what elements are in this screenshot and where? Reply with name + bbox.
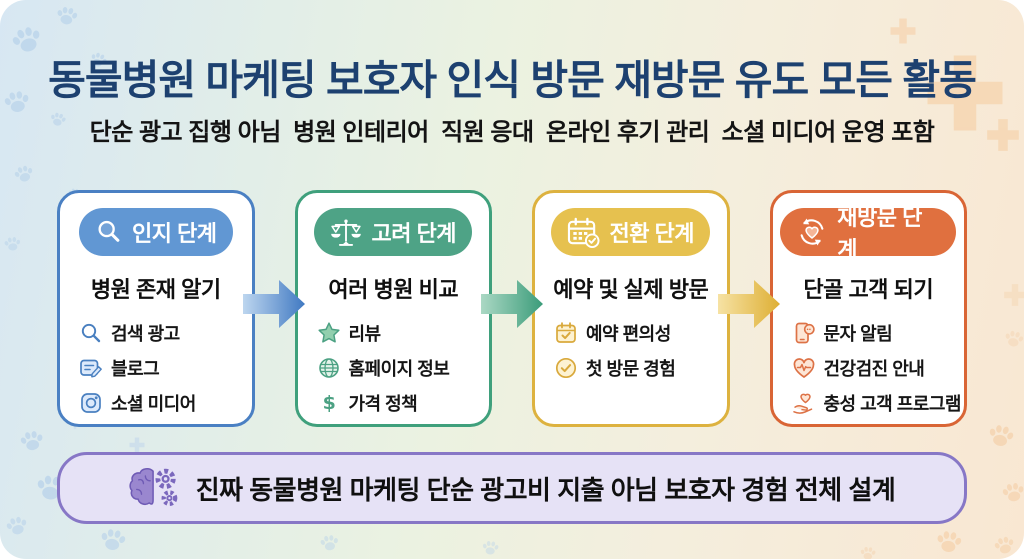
- globe-icon: [318, 358, 339, 378]
- cross-icon: [888, 16, 918, 46]
- paw-icon: [934, 528, 963, 555]
- paw-icon: [3, 235, 22, 253]
- paw-icon: [992, 534, 1017, 558]
- item-label: 홈페이지 정보: [348, 359, 450, 379]
- heart-pulse-icon: [793, 358, 814, 378]
- paw-icon: [18, 428, 45, 454]
- stage-items: 리뷰 홈페이지 정보 $ 가격 정책: [317, 320, 490, 416]
- stage-badge-awareness: 인지 단계: [78, 208, 233, 256]
- stage-card-awareness: 인지 단계 병원 존재 알기 검색 광고: [57, 190, 255, 427]
- stage-badge-label: 고려 단계: [371, 221, 457, 246]
- list-item: 홈페이지 정보: [317, 355, 490, 381]
- paw-icon: [1002, 328, 1024, 350]
- stage-badge-label: 재방문 단계: [837, 205, 922, 262]
- arrow-conversion-to-revisit: [718, 280, 780, 328]
- list-item: 리뷰: [317, 320, 490, 346]
- stage-items: 문자 알림 건강검진 안내 충성 고객 프로그램: [792, 320, 965, 416]
- arrow-awareness-to-consideration: [243, 280, 305, 328]
- footer-banner: 진짜 동물병원 마케팅 단순 광고비 지출 아님 보호자 경험 전체 설계: [57, 452, 967, 524]
- stage-card-consideration: 고려 단계 여러 병원 비교 리뷰: [294, 190, 492, 427]
- list-item: 첫 방문 경험: [554, 355, 727, 381]
- list-item: 문자 알림: [792, 320, 965, 346]
- scale-icon: [331, 219, 362, 246]
- hand-heart-icon: [792, 393, 812, 414]
- search-icon: [81, 323, 101, 343]
- item-label: 첫 방문 경험: [586, 359, 676, 379]
- paw-icon: [4, 514, 30, 539]
- phone-message-icon: [795, 322, 815, 344]
- item-label: 소셜 미디어: [111, 394, 196, 414]
- cross-icon: [1002, 282, 1024, 308]
- stage-badge-revisit: 재방문 단계: [780, 205, 957, 262]
- paw-icon: [859, 545, 876, 559]
- stage-badge-conversion: 전환 단계: [551, 208, 711, 256]
- brain-gears-icon: [129, 467, 178, 506]
- paw-icon: [319, 533, 340, 553]
- page-subtitle: 단순 광고 집행 아님 병원 인테리어 직원 응대 온라인 후기 관리 소셜 미…: [89, 119, 935, 146]
- list-item: 건강검진 안내: [792, 355, 965, 381]
- blog-icon: [80, 359, 102, 378]
- arrow-consideration-to-conversion: [481, 280, 543, 328]
- dollar-icon: $: [322, 392, 335, 414]
- stage-badge-label: 인지 단계: [131, 221, 217, 246]
- stage-heading: 병원 존재 알기: [90, 277, 221, 302]
- refresh-heart-icon: [800, 218, 824, 246]
- list-item: 블로그: [79, 355, 252, 381]
- list-item: $ 가격 정책: [317, 390, 490, 416]
- stage-card-conversion: 전환 단계 예약 및 실제 방문 예약 편의성: [532, 190, 730, 427]
- paw-icon: [12, 163, 36, 186]
- list-item: 예약 편의성: [554, 320, 727, 346]
- stage-badge-consideration: 고려 단계: [314, 208, 473, 256]
- item-label: 리뷰: [348, 324, 382, 344]
- star-icon: [317, 322, 340, 343]
- check-circle-icon: [555, 357, 577, 379]
- stages-row: 인지 단계 병원 존재 알기 검색 광고: [57, 190, 967, 427]
- stage-card-revisit: 재방문 단계 단골 고객 되기 문자 알림: [769, 190, 967, 427]
- svg-text:$: $: [322, 392, 335, 414]
- paw-icon: [1000, 480, 1024, 505]
- stage-heading: 단골 고객 되기: [803, 277, 934, 302]
- item-label: 충성 고객 프로그램: [823, 394, 962, 414]
- stage-items: 예약 편의성 첫 방문 경험: [554, 320, 727, 381]
- item-label: 건강검진 안내: [823, 359, 925, 379]
- item-label: 검색 광고: [111, 324, 180, 344]
- item-label: 문자 알림: [823, 324, 893, 344]
- item-label: 예약 편의성: [586, 324, 671, 344]
- calendar-check-icon: [556, 322, 576, 343]
- paw-icon: [98, 526, 128, 554]
- calendar-check-icon: [568, 217, 600, 248]
- stage-heading: 여러 병원 비교: [328, 277, 459, 302]
- stage-badge-label: 전환 단계: [609, 221, 695, 246]
- item-label: 가격 정책: [348, 394, 418, 414]
- social-media-icon: [81, 393, 101, 413]
- page-title: 동물병원 마케팅 보호자 인식 방문 재방문 유도 모든 활동: [48, 57, 977, 103]
- paw-icon: [986, 422, 1016, 451]
- list-item: 검색 광고: [79, 320, 252, 346]
- footer-text: 진짜 동물병원 마케팅 단순 광고비 지출 아님 보호자 경험 전체 설계: [195, 474, 896, 505]
- stage-heading: 예약 및 실제 방문: [553, 277, 709, 302]
- stage-items: 검색 광고 블로그: [79, 320, 252, 416]
- search-icon: [98, 220, 120, 242]
- list-item: 충성 고객 프로그램: [792, 390, 965, 416]
- paw-icon: [54, 4, 79, 28]
- item-label: 블로그: [111, 359, 160, 379]
- paw-icon: [481, 539, 500, 557]
- list-item: 소셜 미디어: [79, 390, 252, 416]
